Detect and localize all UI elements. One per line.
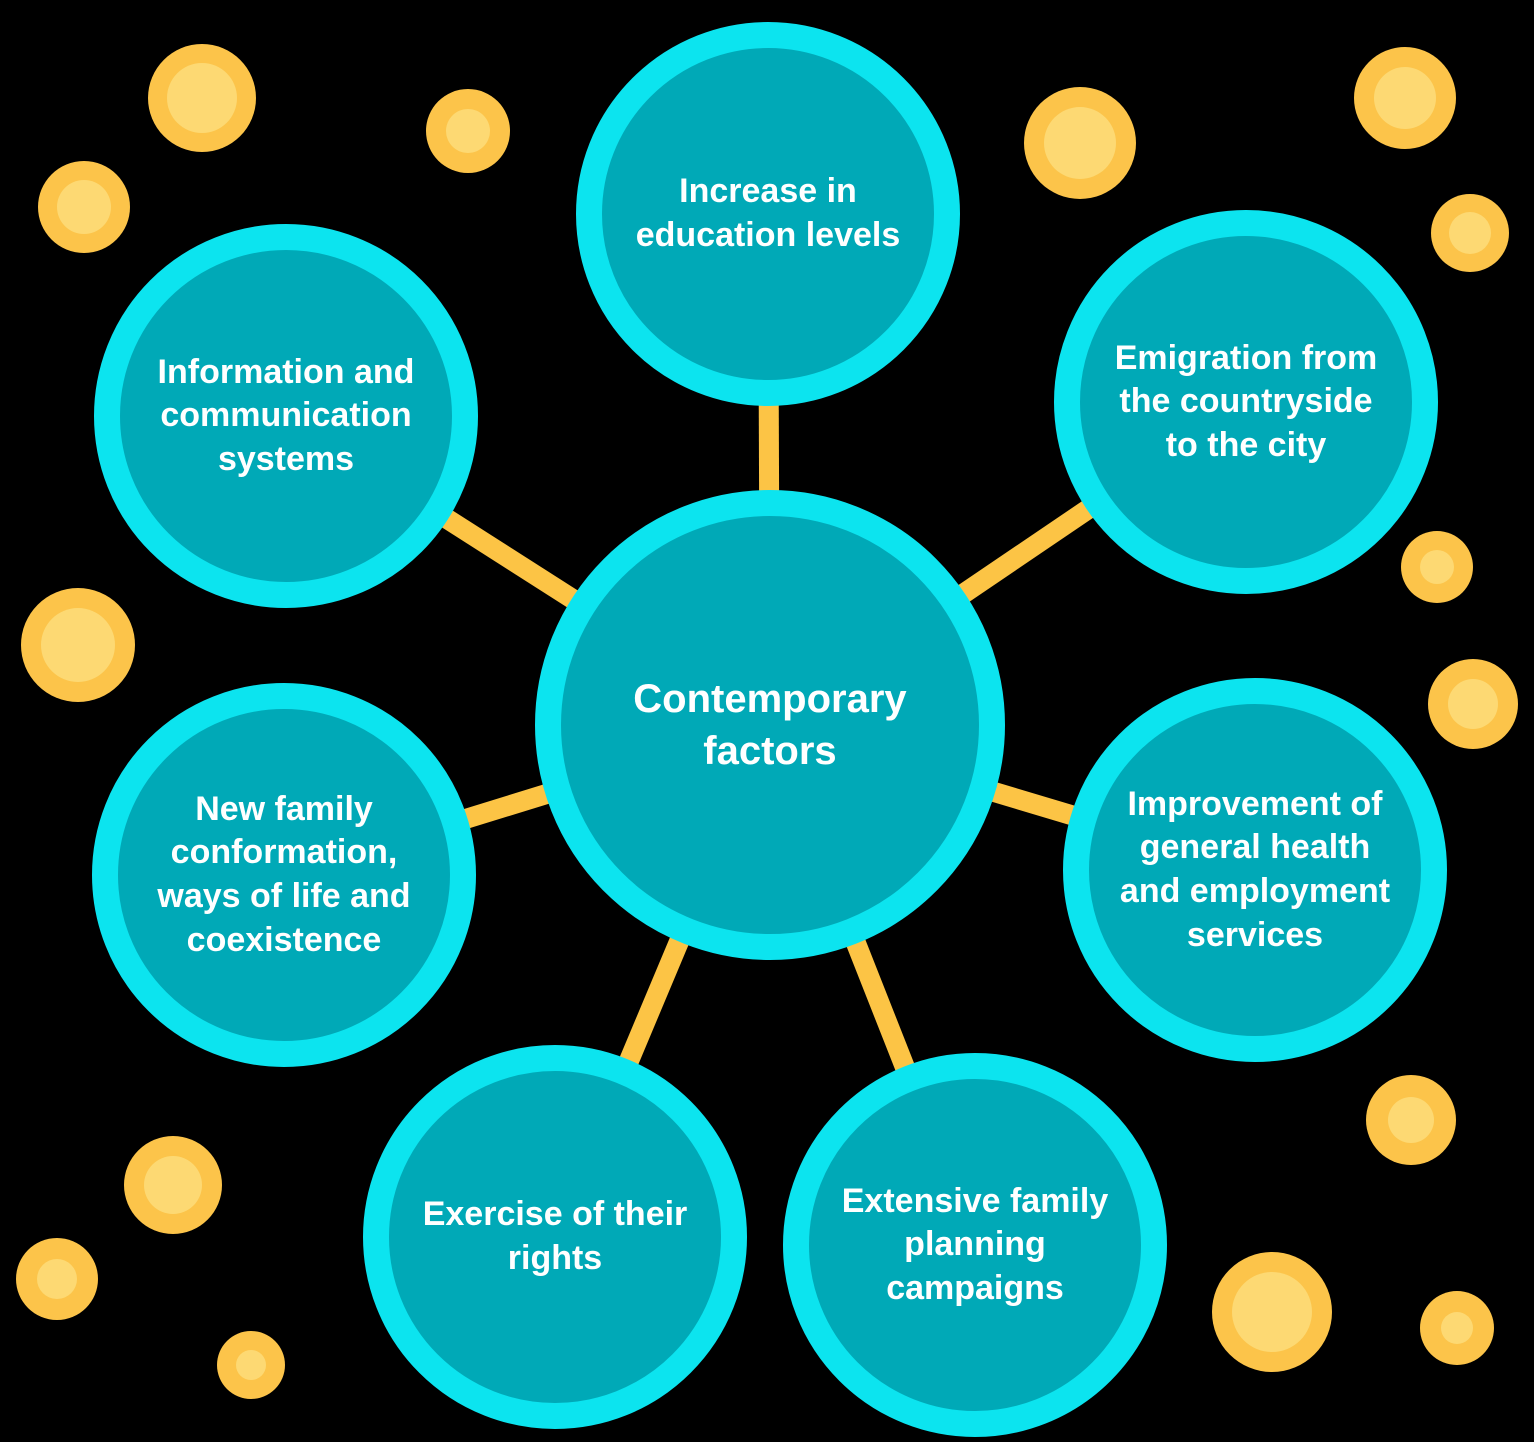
- node-increase-education: Increase in education levels: [576, 22, 960, 406]
- decorative-dot-core: [1420, 550, 1454, 584]
- decorative-dot-core: [446, 109, 490, 153]
- node-label: Information and communication systems: [157, 352, 415, 478]
- decorative-dot: [1428, 659, 1518, 749]
- node-family-conformation: New family conformation, ways of life an…: [92, 683, 476, 1067]
- decorative-dot-core: [57, 180, 111, 234]
- node-information-systems: Information and communication systems: [94, 224, 478, 608]
- node-family-planning: Extensive family planning campaigns: [783, 1053, 1167, 1437]
- node-label: Improvement of general health and employ…: [1119, 784, 1391, 954]
- decorative-dot-core: [1449, 212, 1491, 254]
- decorative-dot-core: [37, 1259, 77, 1299]
- node-exercise-rights: Exercise of their rights: [363, 1045, 747, 1429]
- decorative-dot: [217, 1331, 285, 1399]
- node-label: Exercise of their rights: [422, 1195, 688, 1277]
- decorative-dot-core: [41, 608, 115, 682]
- node-label: Increase in education levels: [635, 172, 901, 254]
- decorative-dot: [16, 1238, 98, 1320]
- decorative-dot-core: [1044, 107, 1116, 179]
- node-contemporary-factors: Contemporary factors: [535, 490, 1005, 960]
- node-label: Contemporary factors: [633, 677, 907, 773]
- decorative-dot-core: [1448, 679, 1498, 729]
- decorative-dot-core: [236, 1350, 266, 1380]
- decorative-dot: [1366, 1075, 1456, 1165]
- decorative-dot-core: [167, 63, 237, 133]
- node-emigration-city: Emigration from the countryside to the c…: [1054, 210, 1438, 594]
- decorative-dot: [38, 161, 130, 253]
- decorative-dot-core: [1441, 1312, 1473, 1344]
- decorative-dot: [426, 89, 510, 173]
- decorative-dot-core: [1232, 1272, 1312, 1352]
- decorative-dot: [1024, 87, 1136, 199]
- decorative-dot: [21, 588, 135, 702]
- decorative-dot: [1431, 194, 1509, 272]
- node-label: Extensive family planning campaigns: [841, 1181, 1109, 1307]
- decorative-dot-core: [1388, 1097, 1434, 1143]
- decorative-dot: [124, 1136, 222, 1234]
- node-label: New family conformation, ways of life an…: [157, 789, 411, 959]
- decorative-dot-core: [144, 1156, 202, 1214]
- node-health-employment: Improvement of general health and employ…: [1063, 678, 1447, 1062]
- decorative-dot: [1401, 531, 1473, 603]
- decorative-dot: [1420, 1291, 1494, 1365]
- decorative-dot-core: [1374, 67, 1436, 129]
- decorative-dot: [148, 44, 256, 152]
- decorative-dot: [1212, 1252, 1332, 1372]
- decorative-dot: [1354, 47, 1456, 149]
- node-label: Emigration from the countryside to the c…: [1114, 338, 1378, 464]
